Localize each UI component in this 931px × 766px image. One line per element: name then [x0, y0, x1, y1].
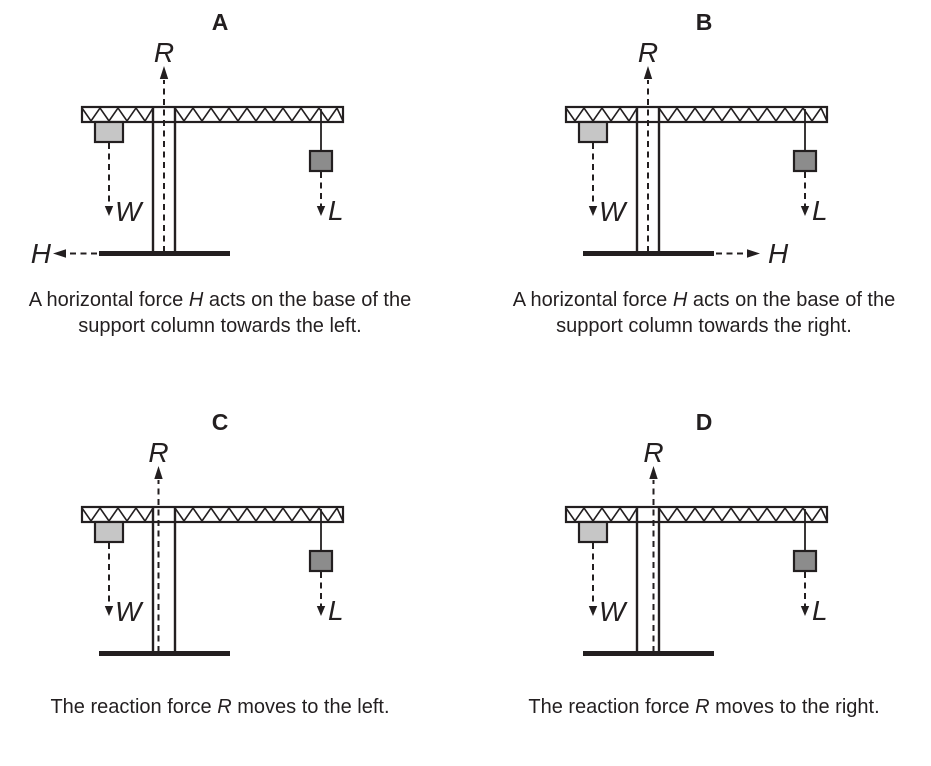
caption-line: The reaction force R moves to the right.	[528, 696, 880, 718]
option-panel-a: R W L H A A horizontal force H acts on the ba…	[0, 0, 447, 383]
crane-diagram-d: R W L D	[564, 409, 829, 656]
reaction-arrowhead-icon	[159, 66, 169, 79]
crane-diagram-c: R W L C	[80, 409, 345, 656]
weight-arrowhead-icon	[588, 206, 598, 216]
option-caption-a: A horizontal force H acts on the base of…	[0, 287, 440, 339]
load-force-label: L	[328, 595, 344, 626]
option-caption-d: The reaction force R moves to the right.	[484, 694, 924, 720]
load-block	[792, 549, 818, 573]
reaction-force-label: R	[638, 37, 658, 68]
load-arrowhead-icon	[800, 606, 810, 616]
truss-bracing-left	[565, 106, 638, 123]
option-panel-c: R W L C The reaction force R moves to the le…	[0, 400, 447, 766]
load-arrowhead-icon	[316, 206, 326, 216]
truss-bracing-right	[658, 106, 828, 123]
counterweight-block	[577, 520, 609, 544]
option-caption-c: The reaction force R moves to the left.	[0, 694, 440, 720]
option-letter: A	[212, 9, 229, 35]
truss-bracing-right	[658, 506, 828, 523]
weight-arrowhead-icon	[588, 606, 598, 616]
caption-line: support column towards the right.	[556, 315, 852, 337]
option-letter: C	[212, 409, 229, 435]
weight-force-label: W	[599, 596, 628, 627]
reaction-arrowhead-icon	[649, 466, 658, 479]
option-panel-d: R W L D The reaction force R moves to the ri…	[484, 400, 931, 766]
truss-bracing-left	[565, 506, 638, 523]
option-letter: B	[696, 9, 713, 35]
load-force-label: L	[328, 195, 344, 226]
load-block	[792, 149, 818, 173]
option-letter: D	[696, 409, 713, 435]
load-arrowhead-icon	[800, 206, 810, 216]
weight-force-label: W	[599, 196, 628, 227]
caption-line: The reaction force R moves to the left.	[50, 696, 390, 718]
weight-arrowhead-icon	[104, 206, 114, 216]
load-arrowhead-icon	[316, 606, 326, 616]
reaction-arrowhead-icon	[154, 466, 163, 479]
horizontal-arrowhead-icon	[747, 249, 760, 258]
weight-arrowhead-icon	[104, 606, 114, 616]
counterweight-block	[577, 120, 609, 144]
option-caption-b: A horizontal force H acts on the base of…	[484, 287, 924, 339]
truss-bracing-left	[81, 106, 154, 123]
horizontal-force-label: H	[768, 238, 789, 269]
reaction-force-label: R	[643, 437, 663, 468]
load-block	[308, 549, 334, 573]
weight-force-label: W	[115, 596, 144, 627]
load-force-label: L	[812, 595, 828, 626]
crane-diagram-b: R W LH B	[564, 9, 829, 269]
load-block	[308, 149, 334, 173]
caption-line: support column towards the left.	[78, 315, 362, 337]
truss-bracing-right	[174, 106, 344, 123]
load-force-label: L	[812, 195, 828, 226]
caption-line: A horizontal force H acts on the base of…	[512, 289, 896, 311]
horizontal-force-label: H	[31, 238, 52, 269]
counterweight-block	[93, 520, 125, 544]
caption-line: A horizontal force H acts on the base of…	[28, 289, 412, 311]
weight-force-label: W	[115, 196, 144, 227]
counterweight-block	[93, 120, 125, 144]
truss-bracing-left	[81, 506, 154, 523]
reaction-arrowhead-icon	[643, 66, 653, 79]
truss-bracing-right	[174, 506, 344, 523]
reaction-force-label: R	[148, 437, 168, 468]
crane-diagram-a: R W L H A	[31, 9, 345, 269]
reaction-force-label: R	[154, 37, 174, 68]
horizontal-arrowhead-icon	[53, 249, 66, 258]
